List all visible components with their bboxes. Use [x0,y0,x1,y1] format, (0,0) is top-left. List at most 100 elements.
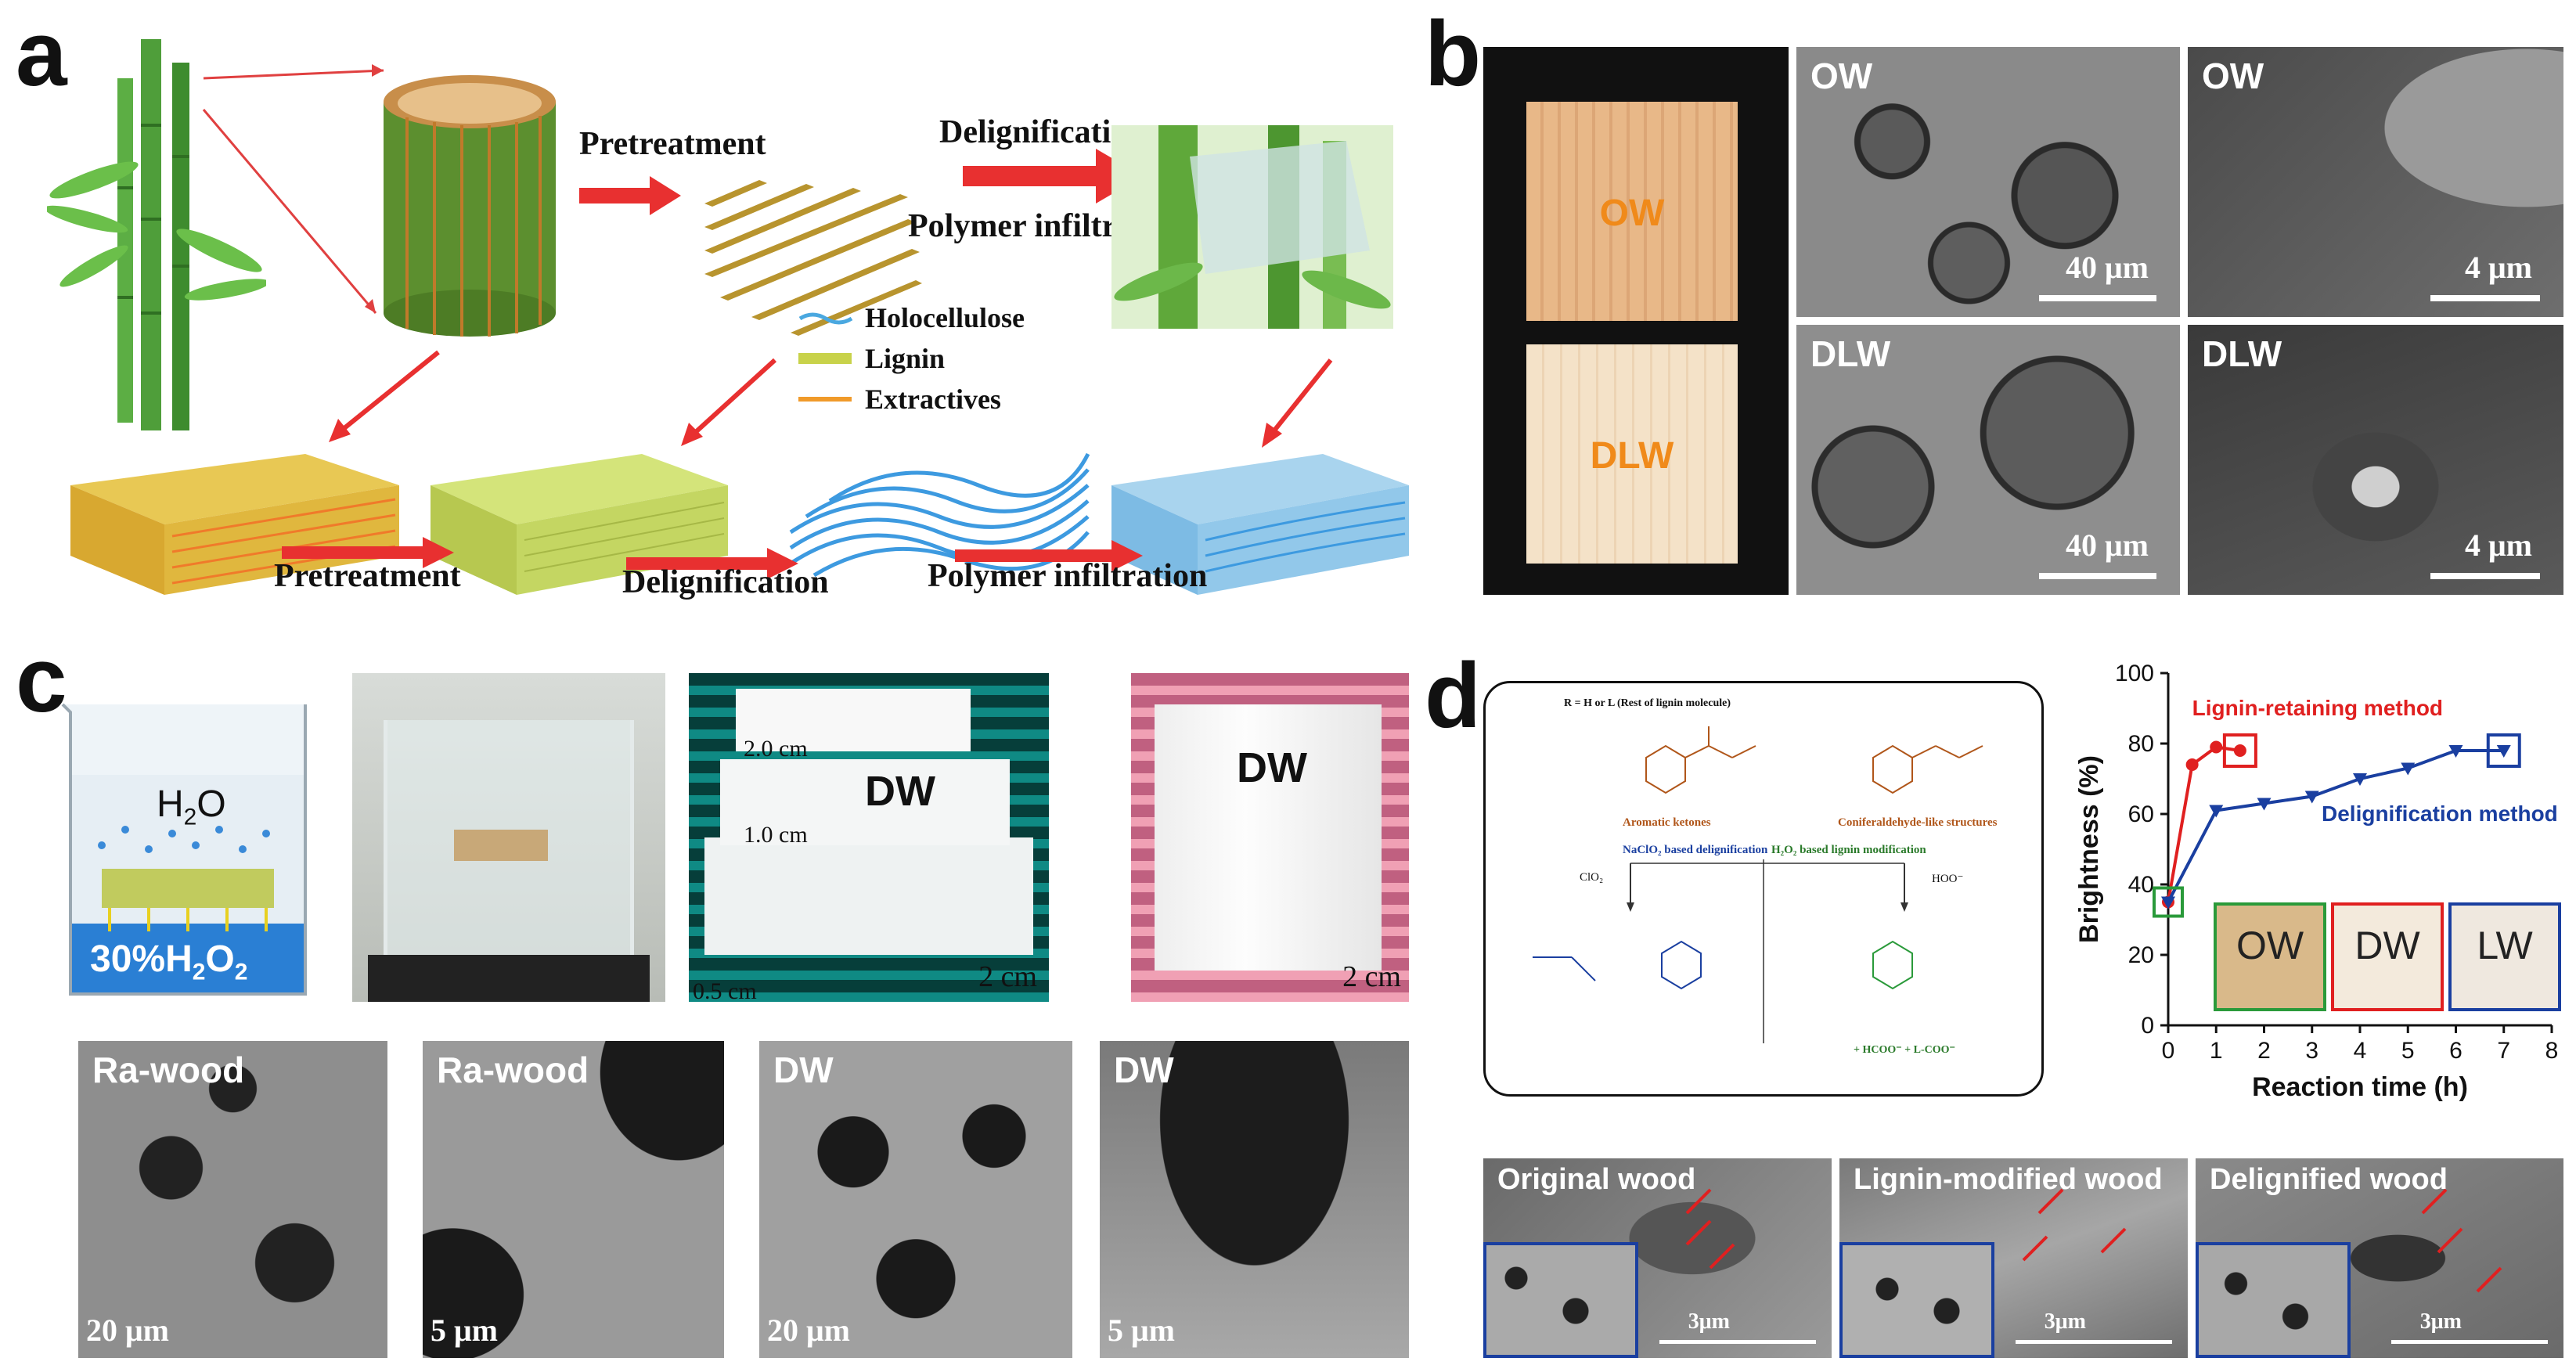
sem-b-4-label: DLW [2202,333,2282,374]
panel-letter-b: b [1425,2,1482,106]
inset-label-dw: DW [2354,924,2420,967]
sem-d-3-label: Delignified wood [2210,1163,2448,1196]
sem-d-3-scalebar [2391,1340,2548,1344]
block-pretreated [431,454,728,595]
label-pretreatment-bottom: Pretreatment [274,558,461,594]
series-1-point-4 [2353,773,2367,786]
sem-d-arrows [1685,1188,2502,1293]
sem-b-4: DLW 4 μm [2188,325,2563,595]
beaker-diagram: H2O 30%H2O2 [55,689,313,1002]
h2o-h: H [157,783,184,825]
sem-d-2: Lignin-modified wood 3μm [1839,1158,2188,1358]
sem-c-3: DW 20 μm [759,1041,1072,1358]
x-tick-label-1: 1 [2210,1038,2223,1064]
panel-d: d R = H or L (Rest of lignin molecule) [1425,626,2576,1365]
inset-label-ow: OW [2236,924,2304,967]
series-0-point-2 [2210,740,2223,754]
reaction-scheme: R = H or L (Rest of lignin molecule) [1483,681,2044,1097]
wood-sample-ow: OW [1526,102,1738,321]
sem-b-2: OW 4 μm [2188,47,2563,317]
sem-b-2-label: OW [2202,56,2264,96]
highlight-box-delignification [2486,733,2521,768]
sem-d-1-scale: 3μm [1688,1309,1730,1334]
sem-c-1-label: Ra-wood [92,1050,245,1090]
bamboo-cylinder [384,75,556,337]
y-axis-label: Brightness (%) [2074,755,2104,943]
h2o2-sub2: 2 [234,959,248,985]
series-1-point-5 [2401,762,2416,776]
inset-box-lw [2448,902,2561,1011]
wood-photo: OW DLW [1483,47,1789,595]
dw-photo-1: DW 2.0 cm 1.0 cm 0.5 cm 2 cm [689,673,1049,1002]
wood-sample-dlw-label: DLW [1590,435,1674,477]
sem-c-4-label: DW [1114,1050,1174,1090]
arrow-pretreatment-bottom [282,537,454,568]
x-axis-label: Reaction time (h) [2252,1072,2468,1102]
block-infiltrated [1111,454,1409,595]
y-tick-label-3: 60 [2128,801,2154,827]
label-pretreatment-top: Pretreatment [579,126,766,162]
arrows-down [329,350,1333,448]
legend-label-extractives: Extractives [865,384,1001,415]
beaker-photo-sample [454,830,548,861]
sem-d-3-inset [2196,1242,2351,1358]
arrow-polymer-infiltration-bottom [955,540,1143,571]
inset-box-ow [2214,902,2326,1011]
scheme-left-struct: Aromatic ketones [1623,816,1711,829]
scheme-right-product: + HCOO⁻ + L-COO⁻ [1854,1044,1955,1056]
panel-c: c H2O 30%H2O2 [0,626,1425,1365]
sem-b-1: OW 40 μm [1796,47,2180,317]
y-tick-label-4: 80 [2128,731,2154,757]
dw-block-medium [720,759,1010,845]
scheme-right-struct: Coniferaldehyde-like structures [1838,816,1998,829]
composite-bamboo-image [1111,125,1393,329]
sem-d-2-scalebar [2016,1340,2172,1344]
sem-d-2-label: Lignin-modified wood [1854,1163,2163,1196]
bamboo-illustration [47,39,266,430]
dw-block-large [704,837,1033,955]
h2o2-sub1: 2 [192,959,206,985]
x-tick-label-2: 2 [2257,1038,2271,1064]
sem-d-1: Original wood 3μm [1483,1158,1832,1358]
panel-letter-c: c [16,628,67,732]
sem-d-2-inset [1839,1242,1994,1358]
sem-b-4-scale: 4 μm [2465,528,2532,563]
dw-photo-2-scale: 2 cm [1342,960,1401,993]
h2o-o: O [196,783,226,825]
sem-c-3-scale: 20 μm [767,1313,850,1348]
dw-photo-2: DW 2 cm [1131,673,1409,1002]
sem-d-3-scale: 3μm [2419,1309,2462,1334]
x-tick-label-6: 6 [2449,1038,2463,1064]
panel-a: a Pretre [0,0,1456,610]
series-line-0 [2167,745,2241,902]
x-tick-label-0: 0 [2162,1038,2175,1064]
sem-d-1-label: Original wood [1497,1163,1696,1196]
legend-swatch-holocellulose [798,312,853,325]
h2o2-o: O [205,938,235,980]
sem-b-3-label: DLW [1810,333,1891,374]
sem-c-3-label: DW [773,1050,834,1090]
scheme-right-reagent: HOO⁻ [1932,873,1964,885]
dw-dim-2cm: 2.0 cm [744,736,808,762]
legend-label-holocellulose: Holocellulose [865,302,1025,333]
x-tick-label-3: 3 [2305,1038,2318,1064]
sem-c-4-scale: 5 μm [1108,1313,1175,1348]
series-1-point-2 [2257,798,2272,811]
sem-d-1-scalebar [1659,1340,1816,1344]
sem-b-2-scalebar [2430,295,2540,301]
h2o2-prefix: 30%H [90,938,193,980]
sem-b-1-label: OW [1810,56,1873,96]
h2o-sub: 2 [183,804,197,830]
sem-b-2-scale: 4 μm [2465,250,2532,285]
label-delignification-bottom: Delignification [622,564,829,600]
beaker-svg [61,703,307,996]
beaker-photo-stand [368,955,650,1002]
dw-dim-1cm: 1.0 cm [744,822,808,848]
scheme-left-reagent: ClO₂ [1580,871,1604,884]
dw-photo-2-label: DW [1237,744,1307,791]
series-1-point-0 [2161,896,2175,909]
sem-c-1: Ra-wood 20 μm [78,1041,387,1358]
x-tick-label-4: 4 [2354,1038,2367,1064]
panel-letter-a: a [16,2,67,106]
